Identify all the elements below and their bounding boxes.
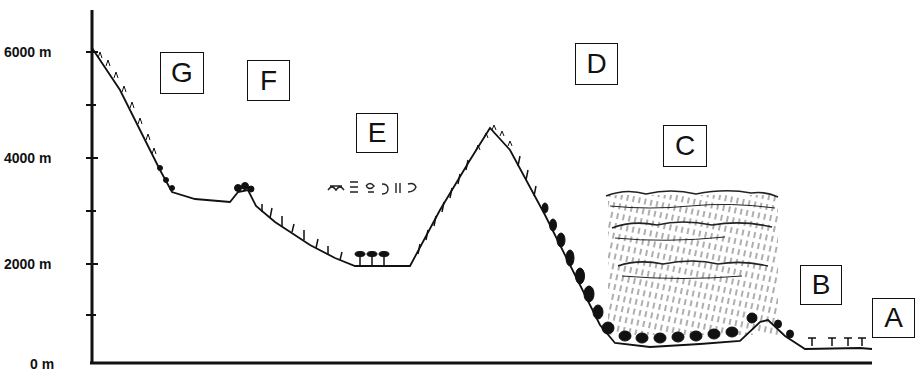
zone-letter: C — [675, 132, 695, 160]
letter-box: E — [356, 113, 398, 153]
zone-letter: D — [586, 50, 606, 78]
zone-letter: E — [368, 119, 387, 147]
rain-cloud — [606, 191, 778, 335]
altitude-label: 0 m — [30, 357, 54, 371]
zone-letter: F — [260, 67, 277, 95]
letter-box: C — [663, 125, 707, 167]
zone-letter: A — [884, 304, 903, 332]
zone-letter: B — [812, 271, 831, 299]
letter-box: D — [575, 43, 618, 85]
small-clouds — [328, 182, 416, 194]
altitude-label: 4000 m — [4, 151, 51, 165]
terrain-line — [92, 48, 872, 349]
axes — [90, 10, 872, 364]
letter-box: B — [800, 265, 842, 305]
vegetation — [98, 52, 866, 346]
axis-ticks — [86, 52, 98, 315]
altitude-label: 2000 m — [4, 257, 51, 271]
altitude-label: 6000 m — [4, 45, 51, 59]
letter-box: A — [872, 298, 915, 338]
letter-box: G — [160, 52, 204, 94]
zone-letter: G — [171, 59, 193, 87]
letter-box: F — [247, 60, 290, 101]
